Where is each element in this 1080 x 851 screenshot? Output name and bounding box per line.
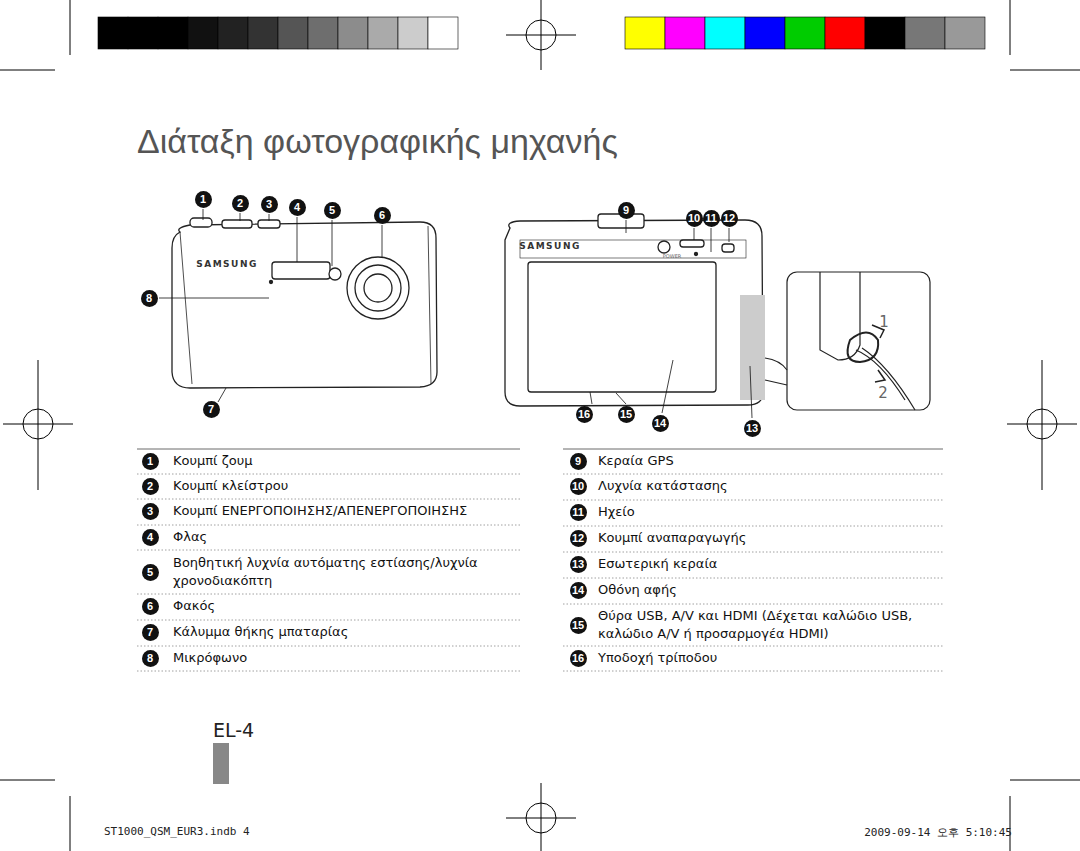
callout-number: 13 [570,556,587,573]
callout-number: 15 [570,617,587,634]
camera-marking: SAMSUNG [196,259,258,269]
part-name: Κουμπί κλείστρου [173,477,520,495]
callout-number: 10 [570,478,587,495]
step-number: 2 [878,384,888,402]
part-name: Εσωτερική κεραία [598,555,942,573]
part-name: Κεραία GPS [598,452,942,470]
part-name: Μικρόφωνο [173,649,520,667]
callout-number: 1 [195,191,212,208]
part-name: Θύρα USB, A/V και HDMI (Δέχεται καλώδιο … [598,607,942,643]
callout-number: 5 [142,564,159,581]
page-number: EL-4 [213,719,254,741]
part-name: Κουμπί αναπαραγωγής [598,529,942,547]
part-name: Βοηθητική λυχνία αυτόματης εστίασης/λυχν… [173,554,520,590]
callout-number: 10 [686,210,703,227]
callout-number: 8 [141,290,158,307]
part-name: Κουμπί ΕΝΕΡΓΟΠΟΙΗΣΗΣ/ΑΠΕΝΕΡΓΟΠΟΙΗΣΗΣ [173,502,520,520]
part-name: Κάλυμμα θήκης μπαταρίας [173,623,520,641]
callout-number: 11 [570,504,587,521]
callout-number: 2 [232,195,249,212]
callout-number: 16 [576,406,593,423]
camera-marking: POWER [663,253,682,259]
callout-number: 15 [618,406,635,423]
callout-number: 6 [142,598,159,615]
callout-number: 12 [721,210,738,227]
part-name: Φακός [173,597,520,615]
callout-number: 7 [203,401,220,418]
part-name: Φλας [173,528,520,546]
callout-number: 4 [142,529,159,546]
camera-marking: SAMSUNG [519,241,581,251]
callout-number: 11 [703,210,720,227]
page-title: Διάταξη φωτογραφικής μηχανής [137,122,618,161]
callout-number: 3 [261,196,278,213]
callout-number: 14 [570,582,587,599]
callout-number: 7 [142,624,159,641]
callout-number: 8 [142,650,159,667]
callout-number: 12 [570,530,587,547]
callout-number: 9 [570,453,587,470]
callout-number: 5 [324,202,341,219]
callout-number: 14 [652,415,669,432]
callout-number: 16 [570,650,587,667]
part-name: Ηχείο [598,503,942,521]
callout-number: 13 [744,420,761,437]
footer-text: ST1000_QSM_EUR3.indb 4 [104,825,250,838]
callout-number: 9 [618,202,635,219]
callout-number: 1 [142,453,159,470]
part-name: Υποδοχή τρίποδου [598,649,942,667]
callout-number: 2 [142,478,159,495]
callout-number: 3 [142,503,159,520]
part-name: Λυχνία κατάστασης [598,477,942,495]
part-name: Οθόνη αφής [598,581,942,599]
step-number: 1 [879,313,889,331]
callout-number: 4 [289,199,306,216]
callout-number: 6 [374,207,391,224]
part-name: Κουμπί ζουμ [173,452,520,470]
footer-text: 2009-09-14 오후 5:10:45 [864,825,1012,840]
